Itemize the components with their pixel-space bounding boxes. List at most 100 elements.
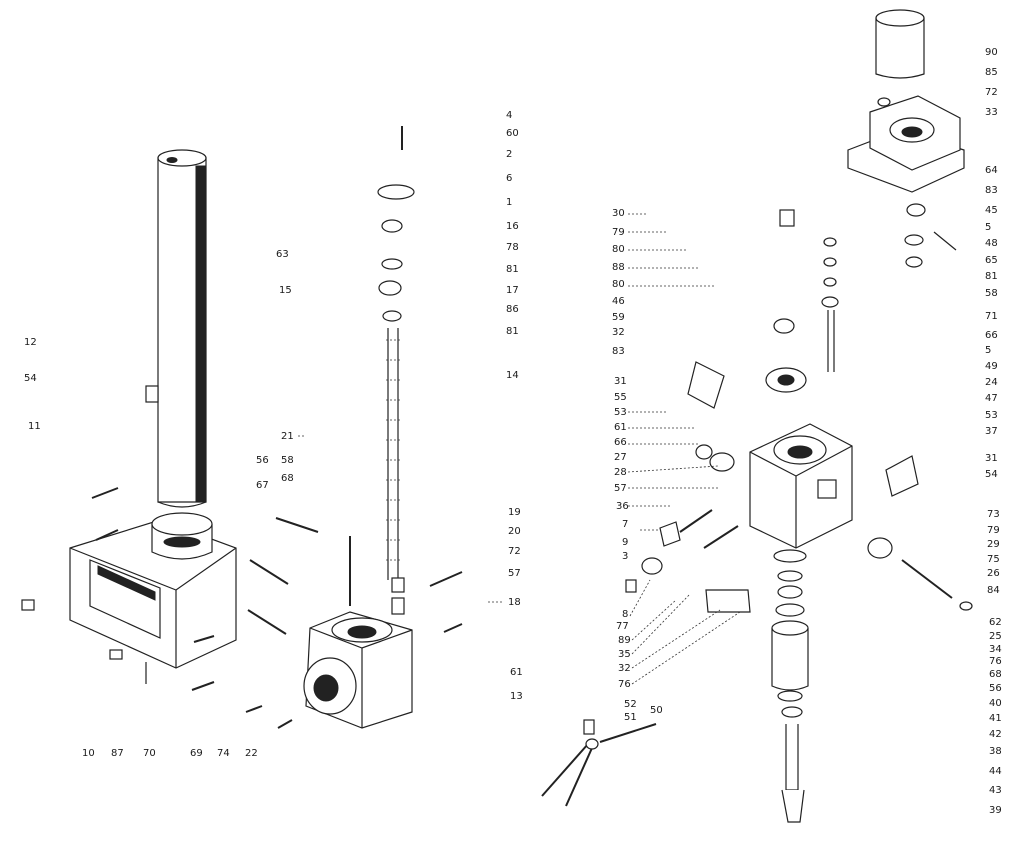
part-label: 83 bbox=[985, 185, 998, 196]
part-label: 76 bbox=[989, 656, 1002, 667]
part-label: 40 bbox=[989, 698, 1002, 709]
part-label: 27 bbox=[614, 452, 627, 463]
part-label: 68 bbox=[989, 669, 1002, 680]
part-label: 84 bbox=[987, 585, 1000, 596]
part-label: 83 bbox=[612, 346, 625, 357]
part-label: 90 bbox=[985, 47, 998, 58]
part-label: 70 bbox=[143, 748, 156, 759]
part-label: 34 bbox=[989, 644, 1002, 655]
part-label: 81 bbox=[506, 264, 519, 275]
part-label: 80 bbox=[612, 279, 625, 290]
part-label: 44 bbox=[989, 766, 1002, 777]
part-label: 5 bbox=[985, 222, 992, 233]
part-label: 61 bbox=[614, 422, 627, 433]
part-label: 79 bbox=[987, 525, 1000, 536]
part-label: 65 bbox=[985, 255, 998, 266]
part-label: 66 bbox=[614, 437, 627, 448]
part-label: 37 bbox=[985, 426, 998, 437]
part-label: 8 bbox=[622, 609, 629, 620]
part-label: 6 bbox=[506, 173, 513, 184]
part-label: 38 bbox=[989, 746, 1002, 757]
part-label: 13 bbox=[510, 691, 523, 702]
part-label: 4 bbox=[506, 110, 513, 121]
gearbox-housing bbox=[687, 361, 919, 549]
part-label: 79 bbox=[612, 227, 625, 238]
part-label: 73 bbox=[987, 509, 1000, 520]
part-label: 56 bbox=[256, 455, 269, 466]
part-label: 28 bbox=[614, 467, 627, 478]
part-label: 57 bbox=[614, 483, 627, 494]
part-label: 3 bbox=[622, 551, 629, 562]
part-label: 19 bbox=[508, 507, 521, 518]
part-label: 60 bbox=[506, 128, 519, 139]
part-label: 81 bbox=[985, 271, 998, 282]
part-label: 15 bbox=[279, 285, 292, 296]
part-label: 50 bbox=[650, 705, 663, 716]
part-label: 25 bbox=[989, 631, 1002, 642]
part-label: 77 bbox=[616, 621, 629, 632]
part-label: 7 bbox=[622, 519, 629, 530]
part-label: 72 bbox=[508, 546, 521, 557]
part-label: 5 bbox=[985, 345, 992, 356]
part-label: 21 bbox=[281, 431, 294, 442]
base-casting bbox=[21, 512, 237, 669]
part-label: 85 bbox=[985, 67, 998, 78]
part-label: 71 bbox=[985, 311, 998, 322]
part-label: 61 bbox=[510, 667, 523, 678]
quill-assembly bbox=[771, 537, 973, 823]
part-label: 51 bbox=[624, 712, 637, 723]
part-label: 54 bbox=[24, 373, 37, 384]
part-label: 86 bbox=[506, 304, 519, 315]
part-label: 62 bbox=[989, 617, 1002, 628]
part-label: 16 bbox=[506, 221, 519, 232]
part-label: 24 bbox=[985, 377, 998, 388]
part-label: 12 bbox=[24, 337, 37, 348]
part-label: 68 bbox=[281, 473, 294, 484]
part-label: 17 bbox=[506, 285, 519, 296]
part-label: 29 bbox=[987, 539, 1000, 550]
head-block bbox=[303, 571, 463, 729]
gear-stack-right bbox=[904, 203, 957, 268]
leader-lines bbox=[298, 213, 741, 685]
part-label: 52 bbox=[624, 699, 637, 710]
part-label: 10 bbox=[82, 748, 95, 759]
part-label: 32 bbox=[612, 327, 625, 338]
quill-shaft-upper bbox=[765, 209, 839, 393]
part-label: 67 bbox=[256, 480, 269, 491]
part-label: 31 bbox=[614, 376, 627, 387]
base-bolts bbox=[91, 487, 319, 729]
column-tube bbox=[145, 149, 207, 508]
part-label: 39 bbox=[989, 805, 1002, 816]
part-label: 31 bbox=[985, 453, 998, 464]
part-label: 45 bbox=[985, 205, 998, 216]
part-label: 80 bbox=[612, 244, 625, 255]
part-label: 78 bbox=[506, 242, 519, 253]
part-label: 30 bbox=[612, 208, 625, 219]
feed-handle bbox=[541, 719, 657, 807]
part-label: 47 bbox=[985, 393, 998, 404]
lead-screw-assembly bbox=[349, 126, 415, 615]
part-label: 58 bbox=[281, 455, 294, 466]
part-label: 66 bbox=[985, 330, 998, 341]
part-label: 46 bbox=[612, 296, 625, 307]
part-label: 88 bbox=[612, 262, 625, 273]
part-label: 22 bbox=[245, 748, 258, 759]
part-label: 42 bbox=[989, 729, 1002, 740]
part-label: 55 bbox=[614, 392, 627, 403]
part-label: 26 bbox=[987, 568, 1000, 579]
part-label: 75 bbox=[987, 554, 1000, 565]
part-label: 18 bbox=[508, 597, 521, 608]
part-label: 76 bbox=[618, 679, 631, 690]
part-label: 14 bbox=[506, 370, 519, 381]
part-label: 48 bbox=[985, 238, 998, 249]
part-label: 58 bbox=[985, 288, 998, 299]
part-label: 69 bbox=[190, 748, 203, 759]
small-parts-right bbox=[625, 509, 751, 613]
part-label: 1 bbox=[506, 197, 513, 208]
part-label: 64 bbox=[985, 165, 998, 176]
part-label: 35 bbox=[618, 649, 631, 660]
part-label: 74 bbox=[217, 748, 230, 759]
part-label: 56 bbox=[989, 683, 1002, 694]
